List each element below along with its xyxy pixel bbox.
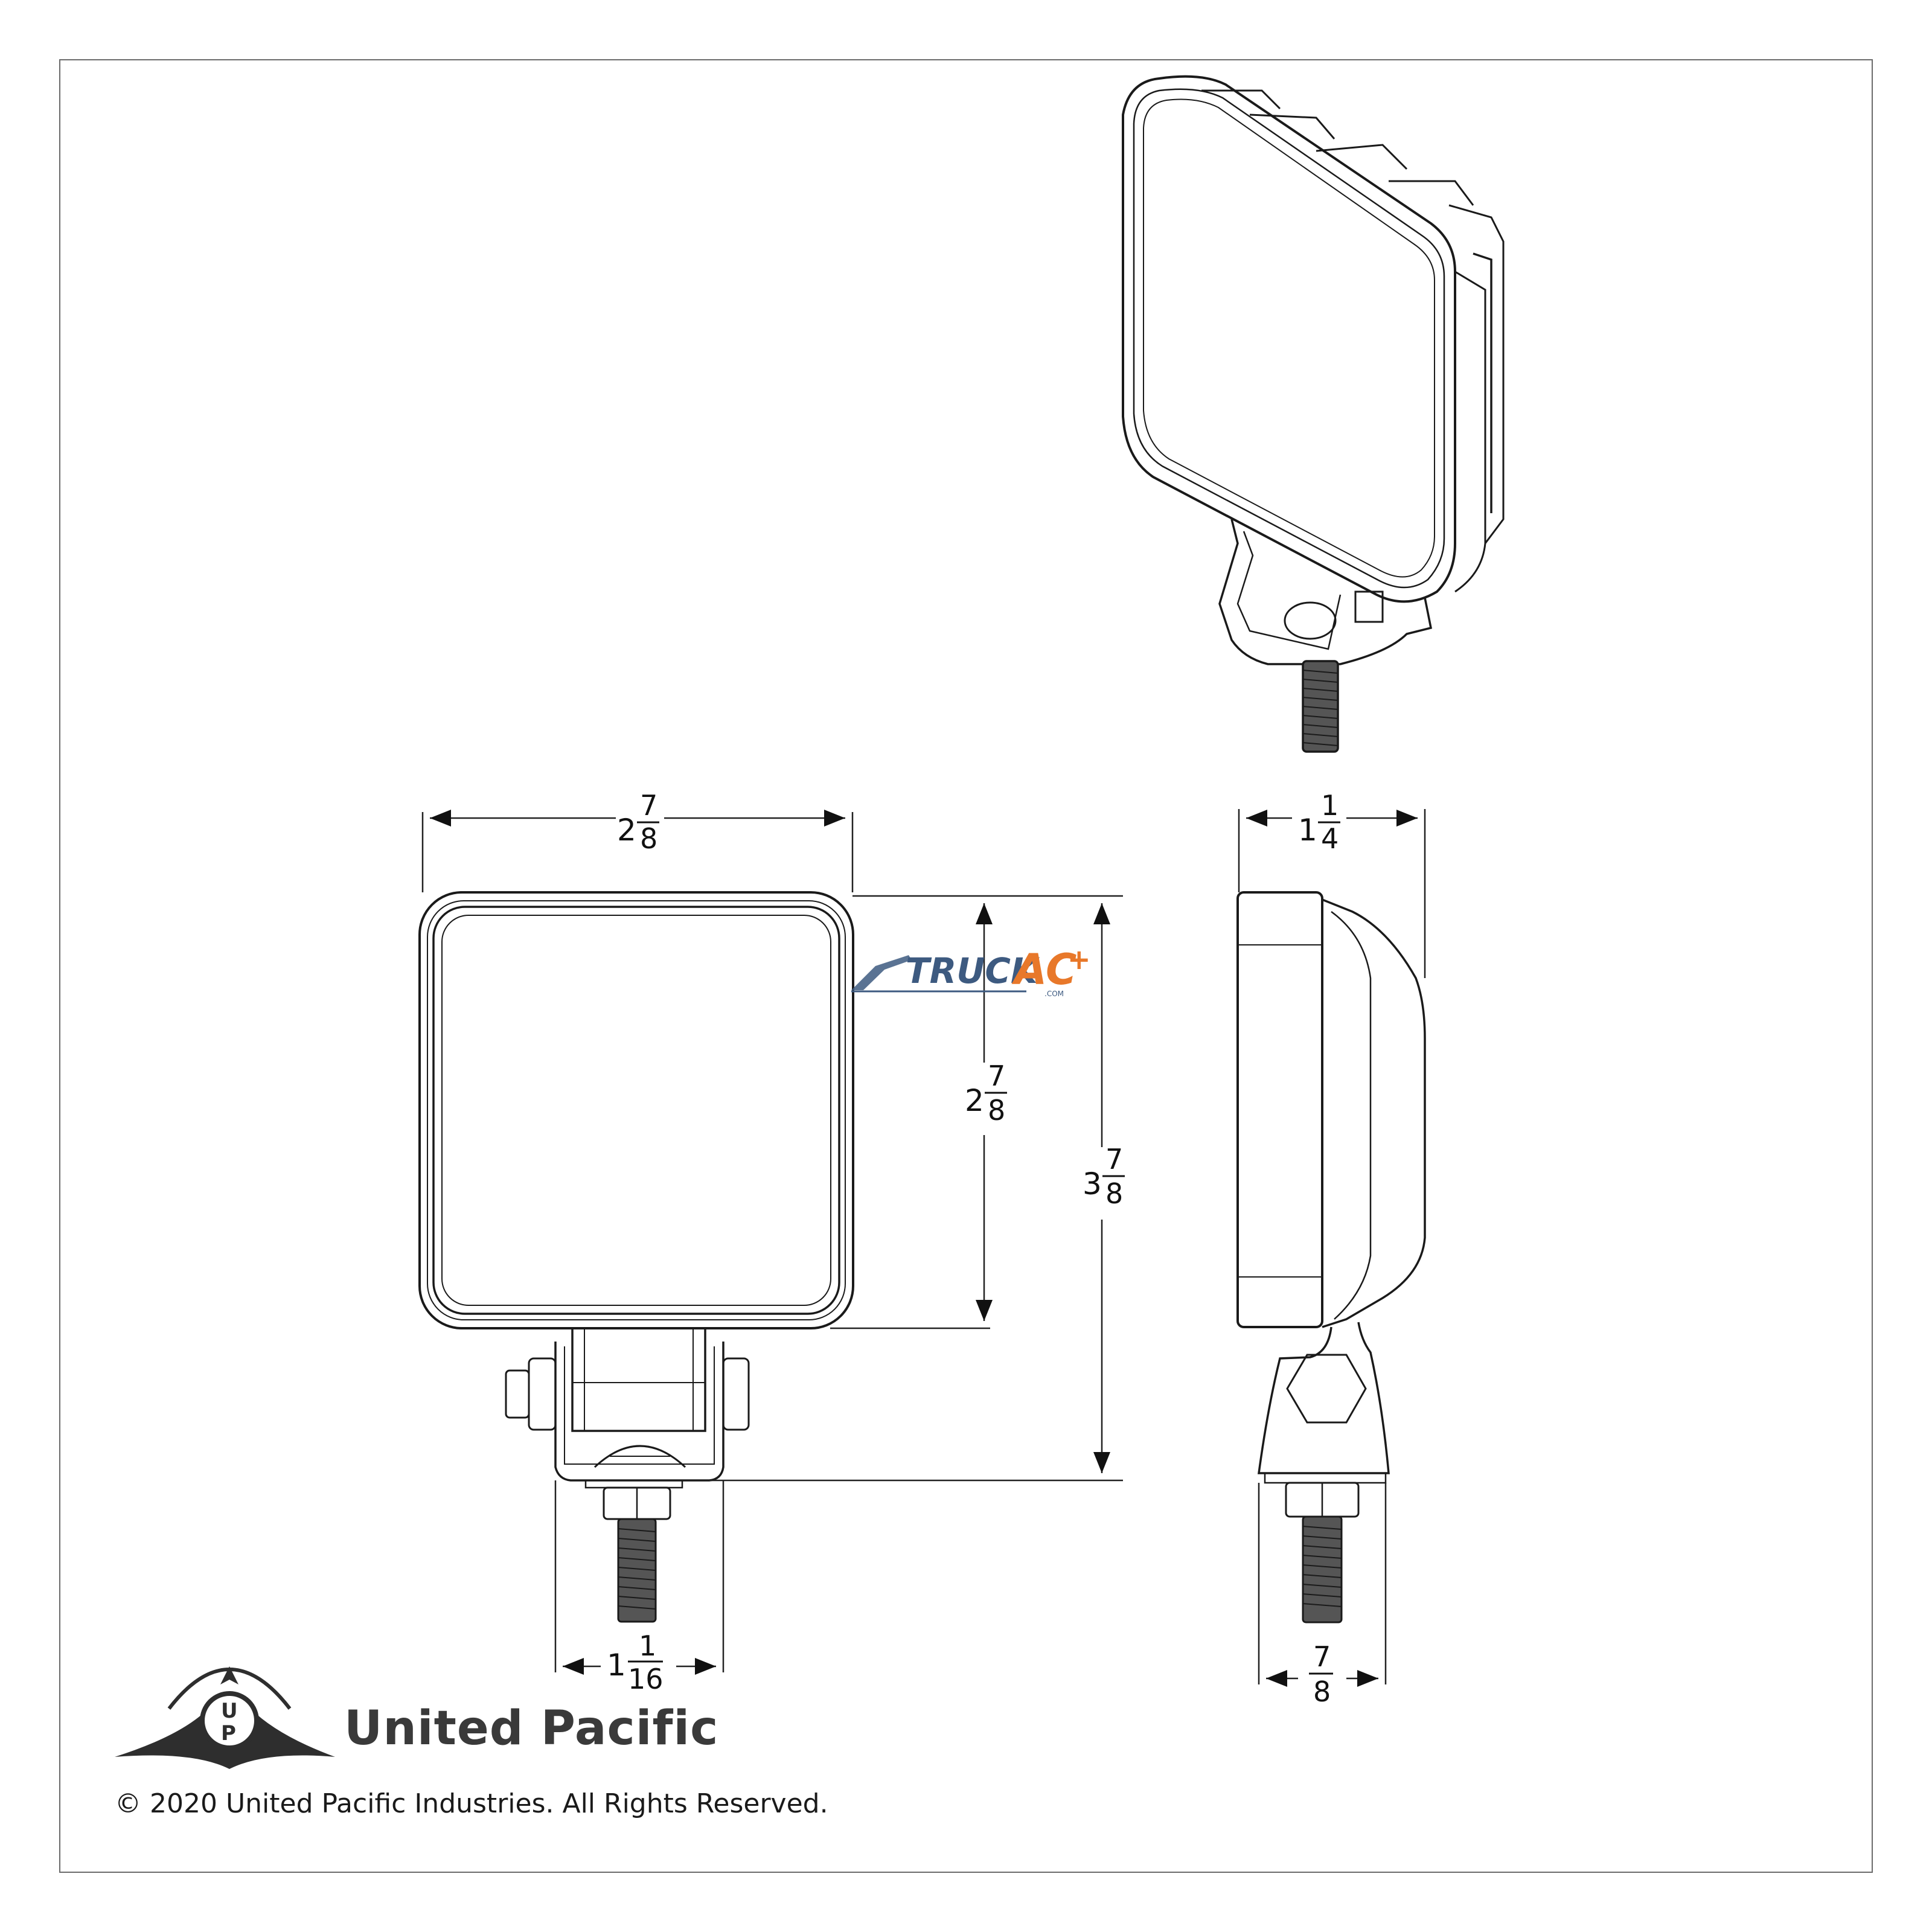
isometric-view: [1122, 75, 1505, 753]
truckac-watermark-logo: TRUCK AC + .COM: [851, 943, 1091, 998]
dim-bracket-width-den: 16: [628, 1663, 664, 1695]
front-stud-threads: [618, 1528, 656, 1610]
drawing-border: [59, 59, 1873, 1873]
logo-letter-u: U: [221, 1699, 238, 1723]
watermark-truck-text: TRUCK: [906, 950, 1040, 991]
front-view: [418, 891, 854, 1623]
side-view: [1236, 891, 1426, 1623]
dim-front-width-whole: 2: [617, 813, 636, 848]
dim-lens-height-num: 7: [988, 1060, 1005, 1092]
united-pacific-logo: U P: [115, 1666, 335, 1769]
watermark-plus-text: +: [1067, 943, 1091, 976]
dim-lens-height-den: 8: [988, 1094, 1005, 1127]
dimension-lines: [421, 809, 1426, 1687]
dim-bracket-width: 1 1 16: [607, 1630, 664, 1695]
dim-side-depth-num: 1: [1321, 789, 1339, 822]
side-stud-threads: [1302, 1526, 1342, 1607]
dim-front-width-num: 7: [640, 789, 657, 822]
dim-overall-height-whole: 3: [1083, 1166, 1102, 1201]
dim-overall-height-num: 7: [1105, 1143, 1123, 1176]
dim-side-base-width-num: 7: [1313, 1640, 1331, 1673]
dim-lens-height-whole: 2: [965, 1083, 984, 1118]
brand-name: United Pacific: [344, 1701, 719, 1756]
dim-side-depth-den: 4: [1321, 822, 1339, 855]
dim-side-base-width-den: 8: [1313, 1675, 1331, 1708]
dim-overall-height-den: 8: [1105, 1177, 1123, 1210]
dim-bracket-width-num: 1: [639, 1630, 656, 1662]
watermark-ac-text: AC: [1011, 945, 1076, 994]
dim-overall-height: 3 7 8: [1083, 1143, 1125, 1210]
isometric-stud-threads: [1302, 670, 1339, 746]
truck-silhouette-icon: [851, 955, 912, 990]
dim-lens-height: 2 7 8: [965, 1060, 1007, 1127]
watermark-com-text: .COM: [1044, 990, 1064, 998]
logo-letter-p: P: [221, 1721, 236, 1745]
dim-side-depth: 1 1 4: [1298, 789, 1340, 855]
dim-front-width: 2 7 8: [617, 789, 659, 855]
dim-bracket-width-whole: 1: [607, 1648, 626, 1683]
copyright-notice: © 2020 United Pacific Industries. All Ri…: [115, 1788, 828, 1819]
dim-front-width-den: 8: [640, 822, 657, 855]
dim-side-base-width: 7 8: [1309, 1640, 1333, 1708]
dim-side-depth-whole: 1: [1298, 813, 1317, 848]
